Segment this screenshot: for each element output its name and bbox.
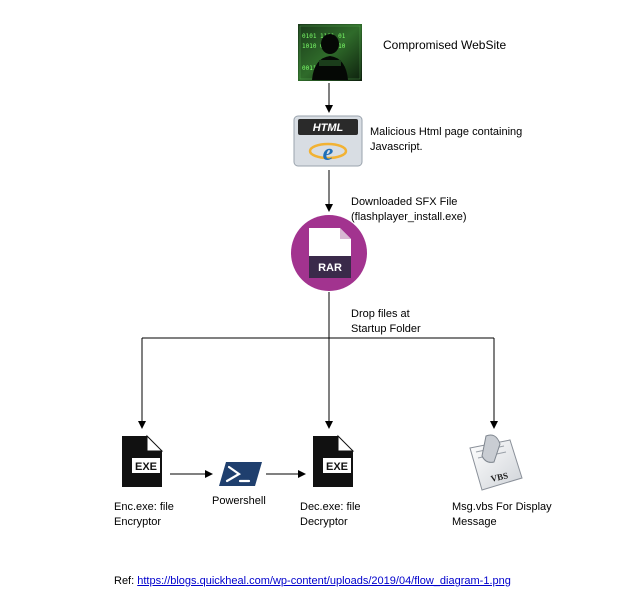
decryptor-label-line1: Dec.exe: file	[300, 501, 361, 513]
decryptor-label-line2: Decryptor	[300, 516, 348, 528]
sfx-label: Downloaded SFX File (flashplayer_install…	[351, 195, 467, 225]
svg-text:0101 1101 01: 0101 1101 01	[302, 33, 346, 40]
connectors	[138, 83, 498, 478]
rar-archive-icon: RAR	[291, 215, 367, 291]
reference-link[interactable]: https://blogs.quickheal.com/wp-content/u…	[137, 575, 511, 587]
powershell-icon	[219, 462, 262, 486]
msg-label: Msg.vbs For Display Message	[452, 500, 552, 530]
svg-text:EXE: EXE	[326, 461, 348, 473]
vbs-script-icon: VBS	[469, 434, 523, 491]
exe-file-icon-encryptor: EXE	[122, 434, 164, 487]
sfx-label-line1: Downloaded SFX File	[351, 196, 458, 208]
msg-label-line2: Message	[452, 516, 497, 528]
html-page-label-line1: Malicious Html page containing	[370, 126, 523, 138]
html-ie-icon: HTML e	[293, 115, 363, 167]
encryptor-label: Enc.exe: file Encryptor	[114, 500, 174, 530]
encryptor-label-line1: Enc.exe: file	[114, 501, 174, 513]
svg-text:HTML: HTML	[313, 122, 344, 134]
html-page-label-line2: Javascript.	[370, 141, 423, 153]
reference-line: Ref: https://blogs.quickheal.com/wp-cont…	[114, 574, 511, 589]
html-page-label: Malicious Html page containing Javascrip…	[370, 125, 522, 155]
drop-label-line2: Startup Folder	[351, 323, 421, 335]
svg-text:EXE: EXE	[135, 461, 157, 473]
svg-text:RAR: RAR	[318, 262, 342, 274]
drop-label-line1: Drop files at	[351, 308, 410, 320]
website-label: Compromised WebSite	[383, 38, 507, 52]
svg-text:VBS: VBS	[490, 470, 509, 483]
encryptor-label-line2: Encryptor	[114, 516, 162, 528]
msg-label-line1: Msg.vbs For Display	[452, 501, 552, 513]
svg-text:e: e	[323, 140, 334, 166]
sfx-label-line2: (flashplayer_install.exe)	[351, 211, 467, 223]
reference-prefix: Ref:	[114, 575, 138, 587]
drop-label: Drop files at Startup Folder	[351, 307, 421, 337]
powershell-label: Powershell	[212, 495, 266, 507]
exe-file-icon-decryptor: EXE	[313, 434, 355, 487]
decryptor-label: Dec.exe: file Decryptor	[300, 500, 361, 530]
